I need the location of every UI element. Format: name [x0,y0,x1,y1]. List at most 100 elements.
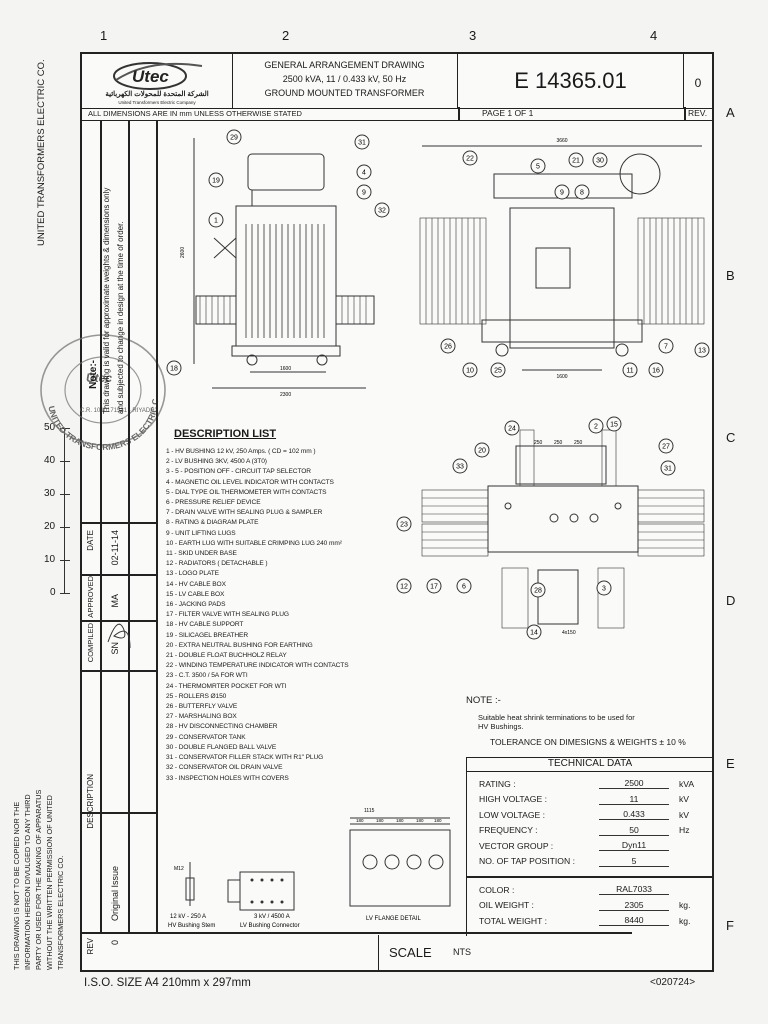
grid-row-c: C [726,430,736,445]
technical-data-row: VECTOR GROUP : Dyn11 [479,838,713,854]
technical-data-value: 8440 [599,915,669,927]
svg-text:26: 26 [444,344,452,351]
description-item: 10 - EARTH LUG WITH SUITABLE CRIMPING LU… [166,539,342,547]
svg-text:180: 180 [396,818,404,823]
svg-text:LV FLANGE DETAIL: LV FLANGE DETAIL [366,916,421,922]
technical-data-unit: Hz [679,825,690,836]
svg-text:5: 5 [536,164,540,171]
copyright-notice: THIS DRAWING IS NOT TO BE COPIED NOR THE… [12,789,65,970]
svg-text:C.R. 1010171531 - RIYADH: C.R. 1010171531 - RIYADH [80,408,155,414]
plan-view-drawing: 250 250 250 4x150 [421,429,705,636]
svg-text:180: 180 [356,818,364,823]
svg-text:18: 18 [170,366,178,373]
technical-data-value: 50 [599,825,669,836]
grid-col-1: 1 [100,28,108,43]
technical-data-row: TOTAL WEIGHT : 8440 kg. [479,913,703,929]
note-section: NOTE :- Suitable heat shrink termination… [466,695,686,747]
svg-text:2600: 2600 [180,247,186,258]
technical-data-unit: kg. [679,915,691,926]
description-item: 31 - CONSERVATOR FILLER STACK WITH R1" P… [166,754,324,762]
technical-data-value: Dyn11 [599,840,669,852]
description-item: 21 - DOUBLE FLOAT BUCHHOLZ RELAY [166,652,287,660]
approved-label: APPROVED [86,576,95,618]
svg-text:HV Bushing Stem: HV Bushing Stem [168,923,215,929]
technical-data-value: RAL7033 [599,884,669,896]
technical-data-value: 2305 [599,900,669,911]
drawing-number: E 14365.01 [458,54,684,108]
technical-data-value: 11 [599,794,669,805]
description-item: 1 - HV BUSHING 12 kV, 250 Amps. ( CD = 1… [166,448,316,455]
svg-text:33: 33 [456,464,464,471]
svg-text:1600: 1600 [280,366,291,372]
description-items: 1 - HV BUSHING 12 kV, 250 Amps. ( CD = 1… [166,447,396,784]
drawing-code: <020724> [650,977,696,988]
svg-text:3 kV / 4500 A: 3 kV / 4500 A [254,914,290,920]
description-item: 16 - JACKING PADS [166,601,226,609]
svg-text:Utec: Utec [86,371,112,385]
svg-text:4x150: 4x150 [562,630,576,636]
description-item: 4 - MAGNETIC OIL LEVEL INDICATOR WITH CO… [166,478,334,486]
bushing-details: M12 12 kV - 250 A HV Bushing Stem 3 kV /… [168,808,451,929]
approved-value: MA [110,594,120,608]
description-item: 24 - THERMOMRTER POCKET FOR WTI [166,682,287,690]
technical-data-label: TOTAL WEIGHT : [479,915,547,926]
technical-data-unit: kg. [679,900,691,911]
date-value: 02-11-14 [110,530,120,566]
grid-col-4: 4 [650,28,658,43]
description-item: 32 - CONSERVATOR OIL DRAIN VALVE [166,764,283,772]
company-logo: Utec الشركة المتحدة للمحولات الكهربائية … [82,54,233,108]
scale-row: SCALE NTS [378,935,713,971]
technical-data-label: HIGH VOLTAGE : [479,794,547,805]
svg-text:21: 21 [572,158,580,165]
description-item: 15 - LV CABLE BOX [166,590,225,598]
svg-text:15: 15 [610,422,618,429]
technical-data-label: RATING : [479,778,516,789]
technical-data-title: TECHNICAL DATA [467,758,713,772]
plan-view-balloons: 24 2 15 20 27 33 31 23 12 17 6 28 3 14 [396,416,676,640]
revision-table: DATE 02-11-14 APPROVED MA COMPILED SN DE… [82,120,632,972]
description-item: 14 - HV CABLE BOX [166,580,226,588]
description-item: 20 - EXTRA NEUTRAL BUSHING FOR EARTHING [166,641,313,649]
technical-data-unit: kV [679,794,690,805]
technical-data-label: VECTOR GROUP : [479,840,554,851]
drawing-title: GENERAL ARRANGEMENT DRAWING 2500 kVA, 11… [232,54,458,108]
side-view-drawing: 2600 1600 2300 [180,138,375,398]
svg-text:180: 180 [376,818,384,823]
description-item: 23 - C.T. 3500 / 5A FOR WTI [166,672,248,680]
grid-row-b: B [726,268,735,283]
svg-text:180: 180 [416,818,424,823]
rev-label: REV [86,938,95,955]
svg-text:11: 11 [626,368,633,375]
technical-data-row: COLOR :RAL7033 [479,882,703,898]
description-item: 33 - INSPECTION HOLES WITH COVERS [166,774,289,782]
technical-data: TECHNICAL DATA RATING : 2500 kVA HIGH VOLTA… [466,757,713,936]
signature [107,623,131,649]
description-item: 17 - FILTER VALVE WITH SEALING PLUG [166,611,289,619]
title-block: Utec الشركة المتحدة للمحولات الكهربائية … [82,54,712,109]
description-item: 9 - UNIT LIFTING LUGS [166,529,236,537]
description-item: 12 - RADIATORS ( DETACHABLE ) [166,560,268,568]
svg-text:2: 2 [594,424,598,431]
svg-text:32: 32 [378,208,386,215]
svg-text:6: 6 [462,584,466,591]
technical-data-value: 2500 [599,778,669,790]
svg-text:3660: 3660 [556,138,567,144]
description-label: DESCRIPTION [86,774,95,829]
svg-text:M12: M12 [174,866,184,872]
svg-text:24: 24 [508,426,516,433]
svg-text:250: 250 [574,440,583,446]
svg-text:1115: 1115 [364,808,375,814]
description-value: Original Issue [110,866,120,922]
side-view-balloons: 29 31 4 19 9 32 1 18 [166,129,390,376]
compiled-label: COMPILED [86,623,95,663]
svg-text:16: 16 [652,368,660,375]
description-item: 13 - LOGO PLATE [166,570,219,578]
technical-data-unit: kVA [679,778,695,789]
description-item: 30 - DOUBLE FLANGED BALL VALVE [166,743,277,751]
description-item: 28 - HV DISCONNECTING CHAMBER [166,723,278,731]
technical-data-value: 0.433 [599,809,669,821]
technical-data-label: NO. OF TAP POSITION : [479,856,575,867]
